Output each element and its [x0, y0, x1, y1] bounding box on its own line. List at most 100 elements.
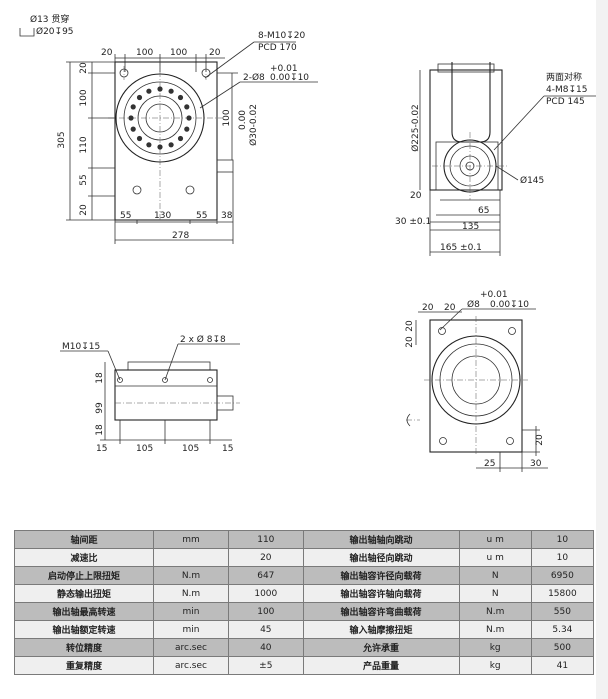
bolt-hole	[186, 115, 192, 121]
side-pcd: PCD 145	[546, 97, 585, 107]
spec-label: 输出轴最高转速	[14, 602, 154, 621]
bore-note: Ø13 贯穿	[30, 13, 69, 25]
spec-label: 轴间距	[14, 530, 154, 549]
bolt-hole	[130, 104, 136, 110]
bolt-hole	[184, 126, 190, 132]
spec-label: 允许承重	[302, 638, 460, 657]
right-edge-strip	[596, 0, 608, 699]
left-dim-3: 110	[79, 136, 89, 153]
top-view: M10↧15 2 x Ø 8↧8 18 99 18 15 105 105 15	[60, 334, 240, 454]
side-tap-note: 4-M8↧15	[546, 85, 587, 95]
spec-label: 转位精度	[14, 638, 154, 657]
bolt-hole	[136, 94, 143, 101]
bottom-dim-1: 55	[120, 211, 131, 221]
bolt-hole	[146, 142, 152, 148]
spec-value: kg	[458, 638, 532, 657]
top-dim-4: 20	[209, 48, 221, 58]
spec-value: N.m	[458, 602, 532, 621]
spec-value: 45	[228, 620, 304, 639]
pin-tol-plus: +0.01	[270, 64, 298, 74]
spec-label: 重复精度	[14, 656, 154, 675]
total-width: 278	[172, 231, 189, 241]
spec-label: 减速比	[14, 548, 154, 567]
bottom-view: +0.01 Ø8 0.00↧10 20 20 20 20 20 25 30	[405, 290, 548, 472]
spec-value	[152, 548, 230, 567]
bottom-top-dim-2: 20	[444, 303, 456, 313]
spec-value: N.m	[152, 584, 230, 603]
side-view: 两面对称 4-M8↧15 PCD 145 Ø145 Ø225-0.02 20 6…	[395, 62, 596, 256]
shaft-dim-2: 0.00	[238, 110, 248, 130]
bolt-hole	[184, 104, 190, 110]
spec-label: 输出轴轴向跳动	[302, 530, 460, 549]
top-bottom-dim-2: 105	[136, 444, 153, 454]
bottom-dim-30: 30	[530, 459, 542, 469]
tap-note: 8-M10↧20	[258, 31, 305, 41]
spec-value: 647	[228, 566, 304, 585]
spec-label: 启动停止上限扭矩	[14, 566, 154, 585]
side-dia-225: Ø225-0.02	[410, 104, 421, 152]
top-bottom-dim-3: 105	[182, 444, 199, 454]
side-dim-30: 30 ±0.1	[395, 217, 431, 227]
spec-value: u m	[458, 530, 532, 549]
bottom-top-dim-1: 20	[422, 303, 434, 313]
spec-value: 15800	[530, 584, 595, 603]
bolt-hole	[130, 126, 136, 132]
spec-value: 550	[530, 602, 595, 621]
bolt-hole	[146, 88, 152, 94]
side-dim-135: 135	[462, 222, 479, 232]
spec-value: 10	[530, 548, 595, 567]
spec-value: N.m	[152, 566, 230, 585]
bottom-pin-note: Ø8	[467, 299, 480, 310]
spec-value: 41	[530, 656, 595, 675]
spec-value: 20	[228, 548, 304, 567]
top-left-dim-1: 18	[95, 372, 105, 384]
total-height: 305	[57, 131, 67, 148]
bolt-hole	[177, 135, 184, 142]
spec-label: 输出轴容许轴向载荷	[302, 584, 460, 603]
spec-label: 输出轴径向跳动	[302, 548, 460, 567]
side-pattern-note: 两面对称	[546, 71, 582, 83]
bolt-hole	[136, 135, 143, 142]
spec-label: 输入轴摩擦扭矩	[302, 620, 460, 639]
spec-value: 6950	[530, 566, 595, 585]
bore-depth-note: Ø20↧95	[36, 26, 74, 37]
spec-value: mm	[152, 530, 230, 549]
top-dim-1: 20	[101, 48, 113, 58]
pin-note: 2-Ø8	[243, 72, 265, 83]
side-dim-65: 65	[478, 206, 489, 216]
bottom-tol-plus: +0.01	[480, 290, 508, 300]
spec-label: 静态输出扭矩	[14, 584, 154, 603]
bottom-dim-25: 25	[484, 459, 495, 469]
spec-value: arc.sec	[152, 638, 230, 657]
side-dia-145: Ø145	[520, 175, 544, 186]
spec-label: 产品重量	[302, 656, 460, 675]
bottom-left-dim-1: 20	[405, 320, 415, 332]
spec-value: kg	[458, 656, 532, 675]
shaft-dim-3: Ø30-0.02	[248, 104, 259, 146]
spec-value: 1000	[228, 584, 304, 603]
spec-value: N	[458, 584, 532, 603]
bolt-hole	[177, 94, 184, 101]
spec-value: arc.sec	[152, 656, 230, 675]
spec-value: min	[152, 620, 230, 639]
pcd-note: PCD 170	[258, 43, 297, 53]
spec-value: N	[458, 566, 532, 585]
spec-label: 输出轴容许径向载荷	[302, 566, 460, 585]
side-dim-165: 165 ±0.1	[440, 243, 482, 253]
top-left-dim-3: 18	[95, 424, 105, 436]
bottom-right-dim: 20	[535, 434, 545, 446]
spec-value: ±5	[228, 656, 304, 675]
top-pin-note: 2 x Ø 8↧8	[180, 334, 226, 345]
spec-value: N.m	[458, 620, 532, 639]
bolt-hole	[168, 142, 174, 148]
spec-value: 5.34	[530, 620, 595, 639]
left-dim-1: 20	[79, 62, 89, 74]
spec-value: 40	[228, 638, 304, 657]
